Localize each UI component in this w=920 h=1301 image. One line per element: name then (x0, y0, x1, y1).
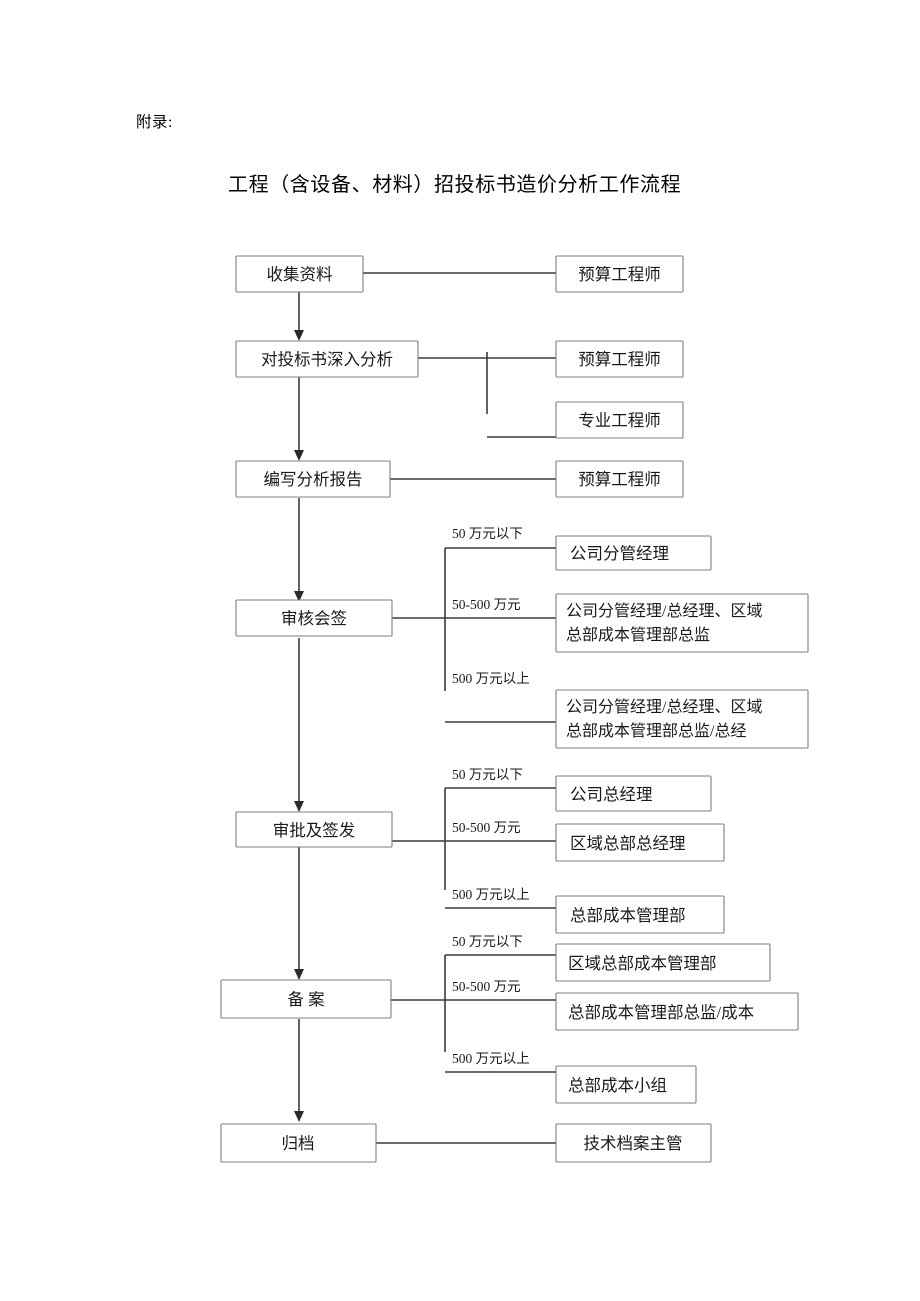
arrowhead-report-to-review (294, 591, 304, 602)
branch-label-review-1: 50 万元以下 (452, 526, 523, 541)
arrowhead-analyze-to-report (294, 450, 304, 461)
page-title: 工程（含设备、材料）招投标书造价分析工作流程 (228, 174, 682, 196)
role-label-review-3-line2: 总部成本管理部总监/总经 (566, 722, 746, 740)
role-box-approve-2[interactable] (555, 823, 725, 862)
role-label-review-1: 公司分管经理 (570, 544, 669, 563)
step-label-record: 备 案 (287, 990, 325, 1009)
role-box-review-1[interactable] (555, 535, 712, 571)
role-label-review-3-line1: 公司分管经理/总经理、区域 (566, 698, 762, 716)
branch-label-approve-1: 50 万元以下 (452, 767, 523, 782)
branch-label-review-3: 500 万元以上 (452, 671, 530, 686)
role-label-approve-2: 区域总部总经理 (570, 834, 686, 853)
role-box-report-1[interactable] (555, 460, 684, 498)
step-label-approve: 审批及签发 (273, 821, 356, 840)
arrowhead-collect-to-analyze (294, 330, 304, 341)
appendix-label: 附录: (136, 114, 173, 131)
step-record-group: 50 万元以下 50-500 万元 500 万元以上 备 案 区域总部成本管理部… (220, 934, 799, 1104)
step-box-archive[interactable] (220, 1123, 377, 1163)
role-label-analyze-1: 预算工程师 (578, 350, 661, 369)
step-approve-group: 50 万元以下 50-500 万元 500 万元以上 审批及签发 公司总经理 区… (235, 767, 725, 934)
step-label-collect: 收集资料 (267, 265, 333, 284)
role-label-analyze-2: 专业工程师 (578, 411, 661, 430)
step-box-report[interactable] (235, 460, 391, 498)
role-box-review-3[interactable] (555, 689, 809, 749)
role-label-review-2-line2: 总部成本管理部总监 (566, 626, 710, 644)
step-report-group: 编写分析报告 预算工程师 (235, 460, 684, 498)
arrowhead-record-to-archive (294, 1111, 304, 1122)
role-box-archive-1[interactable] (555, 1123, 712, 1163)
step-label-report: 编写分析报告 (264, 470, 363, 489)
step-label-archive: 归档 (282, 1134, 315, 1153)
role-label-record-1: 区域总部成本管理部 (568, 954, 717, 973)
role-box-analyze-2[interactable] (555, 401, 684, 439)
step-box-approve[interactable] (235, 811, 393, 848)
spine-connectors (294, 291, 304, 1122)
step-archive-group: 归档 技术档案主管 (220, 1123, 712, 1163)
step-analyze-group: 对投标书深入分析 预算工程师 专业工程师 (235, 340, 684, 439)
step-label-analyze: 对投标书深入分析 (261, 350, 393, 369)
role-label-collect-1: 预算工程师 (578, 265, 661, 284)
role-box-record-1[interactable] (555, 943, 771, 982)
step-box-review[interactable] (235, 599, 393, 637)
role-label-report-1: 预算工程师 (578, 470, 661, 489)
role-label-archive-1: 技术档案主管 (584, 1134, 683, 1153)
step-box-record[interactable] (220, 979, 392, 1019)
branch-label-record-2: 50-500 万元 (452, 979, 521, 994)
role-box-review-2[interactable] (555, 593, 809, 653)
role-label-review-2-line1: 公司分管经理/总经理、区域 (566, 602, 762, 620)
role-box-analyze-1[interactable] (555, 340, 684, 378)
branch-label-approve-2: 50-500 万元 (452, 820, 521, 835)
role-label-record-2: 总部成本管理部总监/成本 (568, 1003, 754, 1022)
role-box-approve-1[interactable] (555, 775, 712, 812)
role-label-approve-1: 公司总经理 (570, 785, 653, 804)
role-label-record-3: 总部成本小组 (568, 1076, 667, 1095)
role-box-approve-3[interactable] (555, 895, 725, 934)
step-box-collect[interactable] (235, 255, 364, 293)
step-box-analyze[interactable] (235, 340, 419, 378)
step-label-review: 审核会签 (281, 609, 347, 628)
role-label-approve-3: 总部成本管理部 (570, 906, 686, 925)
role-box-collect-1[interactable] (555, 255, 684, 293)
role-box-record-2[interactable] (555, 992, 799, 1031)
branch-label-approve-3: 500 万元以上 (452, 887, 530, 902)
step-review-group: 50 万元以下 50-500 万元 500 万元以上 审核会签 公司分管经理 公… (235, 526, 809, 749)
branch-label-review-2: 50-500 万元 (452, 597, 521, 612)
branch-label-record-1: 50 万元以下 (452, 934, 523, 949)
role-box-record-3[interactable] (555, 1065, 697, 1104)
arrowhead-review-to-approve (294, 801, 304, 812)
step-collect-group: 收集资料 预算工程师 (235, 255, 684, 293)
arrowhead-approve-to-record (294, 969, 304, 980)
branch-label-record-3: 500 万元以上 (452, 1051, 530, 1066)
